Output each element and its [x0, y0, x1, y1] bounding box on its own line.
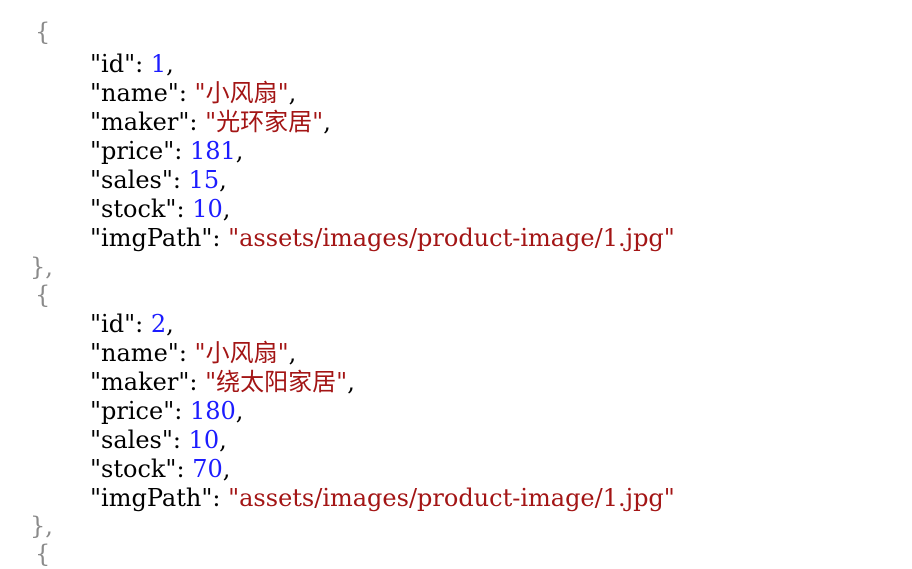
object-1-name-line: "name": "小风扇", [90, 79, 296, 108]
object-1-stock-line: "stock": 10, [90, 195, 230, 224]
value-id: 2 [150, 310, 167, 338]
comma: , [166, 310, 174, 338]
colon: : [189, 108, 206, 136]
key-maker: "maker" [90, 108, 190, 136]
brace-text: { [35, 18, 51, 46]
key-maker: "maker" [90, 368, 190, 396]
comma: , [222, 455, 231, 483]
brace-text: }, [30, 253, 53, 281]
quote: " [205, 108, 217, 136]
object-open-brace: { [35, 281, 50, 310]
colon: : [174, 137, 190, 165]
key-stock: "stock" [90, 455, 177, 483]
key-id: "id" [90, 310, 136, 338]
quote: " [663, 484, 675, 512]
colon: : [178, 339, 195, 367]
value-stock: 10 [192, 195, 223, 223]
colon: : [189, 368, 206, 396]
quote: " [336, 368, 348, 396]
object-2-stock-line: "stock": 70, [90, 455, 230, 484]
object-open-brace: { [35, 18, 50, 47]
quote: " [277, 339, 289, 367]
object-1-sales-line: "sales": 15, [90, 166, 227, 195]
quote: " [205, 368, 217, 396]
object-2-maker-line: "maker": "绕太阳家居", [90, 368, 355, 397]
colon: : [178, 79, 195, 107]
comma: , [166, 50, 174, 78]
colon: : [172, 166, 189, 194]
quote: " [228, 224, 240, 252]
quote: " [663, 224, 675, 252]
value-sales: 10 [188, 426, 220, 454]
value-stock: 70 [192, 455, 223, 483]
quote: " [228, 484, 240, 512]
key-imgpath: "imgPath" [90, 484, 213, 512]
key-sales: "sales" [90, 166, 173, 194]
object-1-maker-line: "maker": "光环家居", [90, 108, 331, 137]
key-price: "price" [90, 137, 175, 165]
quote: " [277, 79, 289, 107]
comma: , [235, 397, 244, 425]
object-1-imgpath-line: "imgPath": "assets/images/product-image/… [90, 224, 675, 253]
value-imgpath: assets/images/product-image/1.jpg [239, 224, 664, 252]
colon: : [135, 310, 151, 338]
brace-text: }, [30, 512, 53, 540]
value-name: 小风扇 [205, 79, 278, 107]
value-name: 小风扇 [205, 339, 278, 367]
value-maker: 光环家居 [216, 108, 313, 136]
key-id: "id" [90, 50, 136, 78]
object-open-brace: { [35, 540, 50, 569]
colon: : [212, 224, 229, 252]
comma: , [323, 108, 331, 136]
brace-text: { [35, 540, 51, 568]
colon: : [172, 426, 189, 454]
comma: , [288, 339, 297, 367]
comma: , [235, 137, 244, 165]
value-imgpath: assets/images/product-image/1.jpg [239, 484, 664, 512]
colon: : [174, 397, 190, 425]
comma: , [219, 166, 227, 194]
colon: : [135, 50, 151, 78]
quote: " [194, 79, 206, 107]
object-2-id-line: "id": 2, [90, 310, 174, 339]
colon: : [176, 195, 193, 223]
key-name: "name" [90, 339, 179, 367]
key-stock: "stock" [90, 195, 177, 223]
object-1-id-line: "id": 1, [90, 50, 174, 79]
object-close-brace: }, [30, 253, 53, 282]
value-id: 1 [150, 50, 167, 78]
colon: : [212, 484, 229, 512]
comma: , [219, 426, 227, 454]
object-close-brace: }, [30, 512, 53, 541]
comma: , [347, 368, 355, 396]
object-1-price-line: "price": 181, [90, 137, 243, 166]
brace-text: { [35, 281, 51, 309]
value-price: 180 [189, 397, 236, 425]
key-imgpath: "imgPath" [90, 224, 213, 252]
colon: : [176, 455, 193, 483]
key-price: "price" [90, 397, 175, 425]
comma: , [288, 79, 297, 107]
quote: " [312, 108, 324, 136]
object-2-sales-line: "sales": 10, [90, 426, 227, 455]
value-maker: 绕太阳家居 [216, 368, 337, 396]
object-2-name-line: "name": "小风扇", [90, 339, 296, 368]
comma: , [222, 195, 231, 223]
object-2-imgpath-line: "imgPath": "assets/images/product-image/… [90, 484, 675, 513]
quote: " [194, 339, 206, 367]
object-2-price-line: "price": 180, [90, 397, 243, 426]
key-sales: "sales" [90, 426, 173, 454]
value-price: 181 [189, 137, 236, 165]
key-name: "name" [90, 79, 179, 107]
value-sales: 15 [188, 166, 220, 194]
